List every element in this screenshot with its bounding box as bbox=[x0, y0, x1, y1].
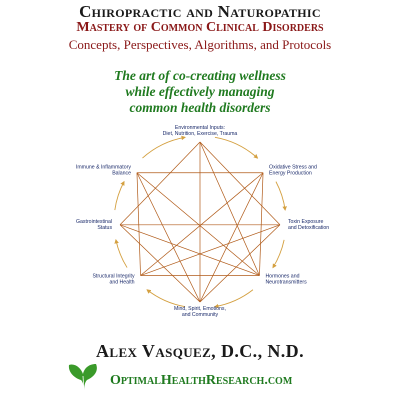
cycle-arrow bbox=[114, 238, 128, 268]
cycle-arrow bbox=[114, 180, 125, 211]
connection-line bbox=[136, 172, 260, 276]
cycle-arrow bbox=[146, 289, 186, 308]
cycle-arrow bbox=[272, 239, 285, 269]
connection-line bbox=[199, 224, 281, 303]
connection-line bbox=[119, 224, 260, 276]
ginkgo-leaf-icon bbox=[68, 364, 97, 393]
tagline-line-3: common health disorders bbox=[129, 100, 271, 115]
website-link[interactable]: OptimalHealthResearch.com bbox=[110, 373, 293, 388]
connection-line bbox=[119, 224, 201, 303]
cycle-arrow bbox=[214, 136, 259, 159]
author-name: Alex Vasquez, D.C., N.D. bbox=[96, 341, 304, 361]
cycle-arrow bbox=[214, 289, 254, 309]
book-subtitle-secondary: Concepts, Perspectives, Algorithms, and … bbox=[68, 37, 332, 52]
connection-line bbox=[259, 172, 264, 276]
connection-line bbox=[140, 224, 281, 276]
diagram-node-label: Mind, Spirit, Emotions,and Community bbox=[174, 306, 226, 318]
connection-line bbox=[140, 172, 264, 276]
diagram-node-label: Environmental Inputs:Diet, Nutrition, Ex… bbox=[163, 125, 238, 137]
connection-line bbox=[119, 141, 201, 226]
tagline-line-1: The art of co-creating wellness bbox=[114, 68, 286, 83]
connection-line bbox=[199, 172, 264, 303]
book-subtitle: Mastery of Common Clinical Disorders bbox=[76, 20, 324, 35]
connection-line bbox=[136, 172, 141, 276]
connection-line bbox=[199, 141, 260, 276]
tagline-line-2: while effectively managing bbox=[125, 84, 275, 99]
cycle-arrow bbox=[142, 135, 186, 159]
cycle-arrow bbox=[275, 181, 287, 211]
connection-line bbox=[199, 141, 281, 226]
connection-line bbox=[136, 172, 201, 303]
book-title: Chiropractic and Naturopathic bbox=[79, 2, 321, 21]
